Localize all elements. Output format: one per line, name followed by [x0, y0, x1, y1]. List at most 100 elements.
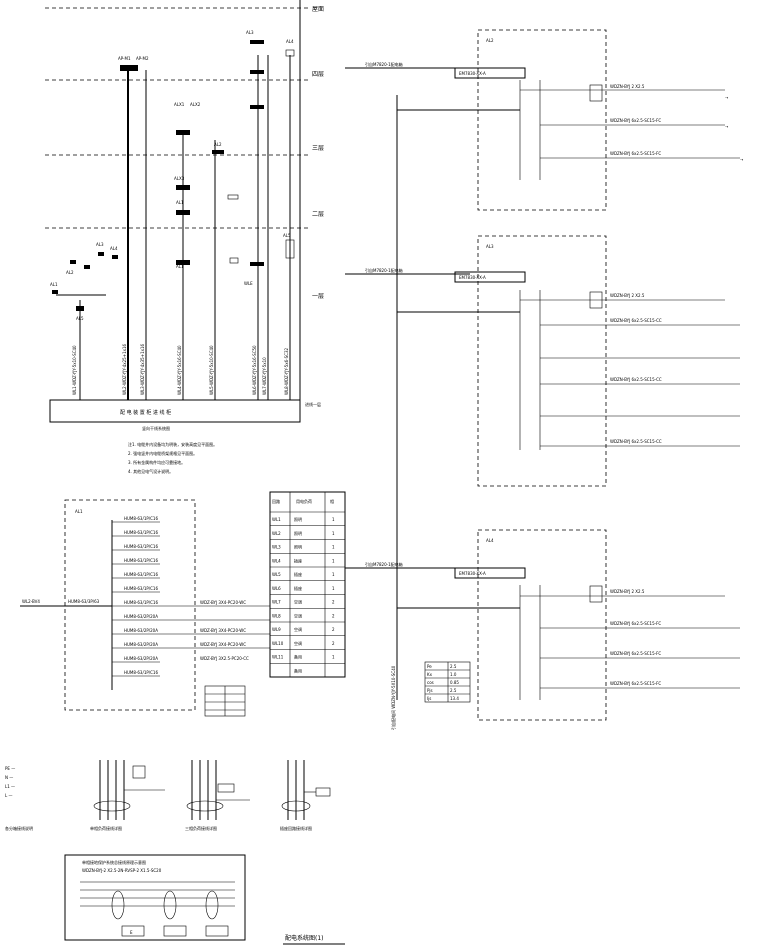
svg-text:HUM8-63/1P/C16: HUM8-63/1P/C16: [124, 572, 158, 577]
riser-note-3: 3. 所有金属构件均应可靠接地。: [128, 459, 185, 465]
table-cell: 照明: [294, 531, 302, 536]
svg-text:AL1: AL1: [75, 509, 83, 514]
svg-text:AL5: AL5: [283, 233, 291, 238]
main-switchboard: [49, 399, 301, 423]
svg-text:插座回路接线详图: 插座回路接线详图: [280, 825, 312, 831]
svg-text:L —: L —: [5, 793, 13, 798]
table-cell: WL7: [272, 600, 281, 605]
floor-label-1: 一层: [312, 293, 324, 300]
riser-title: 竖向干线系统图: [142, 425, 170, 431]
svg-text:回路: 回路: [272, 498, 280, 504]
svg-text:单相接地保护系统总接线原理示意图: 单相接地保护系统总接线原理示意图: [82, 859, 146, 865]
svg-text:E: E: [130, 930, 133, 935]
svg-text:WDZ-BYJ 3X4-PC20-WC: WDZ-BYJ 3X4-PC20-WC: [200, 642, 246, 647]
table-cell: WL1: [272, 517, 281, 522]
svg-text:WL2-BV4: WL2-BV4: [22, 599, 40, 604]
table-cell: 插座: [294, 585, 302, 591]
svg-text:WL3-WDZ-YJY-4x35+1x16: WL3-WDZ-YJY-4x35+1x16: [140, 343, 145, 395]
table-cell: WL5: [272, 572, 281, 577]
table-cell: 备用: [294, 667, 302, 673]
svg-text:WL2-WDZ-YJY-4x25+1x16: WL2-WDZ-YJY-4x25+1x16: [122, 343, 127, 395]
right-panel-al3: EM7830-XX-A 引自M7820-1配电箱 AL3 WDZN-BYJ 2 …: [365, 235, 740, 487]
svg-text:三相负荷接线详图: 三相负荷接线详图: [185, 825, 217, 831]
svg-text:AL1: AL1: [176, 200, 184, 205]
svg-text:相: 相: [330, 498, 334, 504]
table-cell: 1: [332, 545, 335, 550]
svg-text:WL8-WDZ-YJY-5x6-SC32: WL8-WDZ-YJY-5x6-SC32: [284, 348, 289, 395]
svg-text:各分箱接线说明: 各分箱接线说明: [5, 825, 33, 831]
floor-label-2: 二层: [312, 211, 324, 218]
floor-label-4: 四层: [312, 71, 324, 78]
table-cell: 2: [332, 600, 335, 605]
svg-text:HUM8-63/1P/C16: HUM8-63/1P/C16: [124, 670, 158, 675]
table-cell: WL3: [272, 545, 281, 550]
table-cell: 备用: [294, 654, 302, 660]
table-cell: 2: [332, 627, 335, 632]
table-cell: 1: [332, 572, 335, 577]
svg-text:AL2: AL2: [486, 38, 494, 43]
table-cell: 空调: [294, 640, 302, 646]
svg-text:AL1: AL1: [176, 264, 184, 269]
svg-text:ALX2: ALX2: [190, 102, 201, 107]
svg-text:HUM8-63/1P/C16: HUM8-63/1P/C16: [124, 544, 158, 549]
svg-text:WDZ-BYJ 3X4-PC20-WC: WDZ-BYJ 3X4-PC20-WC: [200, 600, 246, 605]
svg-text:AP-M1: AP-M1: [118, 56, 131, 61]
svg-text:WDZN-BYJ 2 X2.5: WDZN-BYJ 2 X2.5: [610, 84, 645, 89]
svg-text:2.5: 2.5: [450, 664, 457, 669]
riser-note-2: 2. 强电竖井内电缆桥架规格见平面图。: [128, 450, 197, 456]
svg-text:用电负荷: 用电负荷: [296, 498, 312, 504]
svg-text:WL4-WDZ-YJY-5x16-SC40: WL4-WDZ-YJY-5x16-SC40: [177, 345, 182, 395]
svg-text:WDZN-BYJ 6x2.5-SC15-CC: WDZN-BYJ 6x2.5-SC15-CC: [610, 377, 662, 382]
table-cell: WL2: [272, 531, 281, 536]
svg-text:AL5: AL5: [76, 316, 84, 321]
svg-text:AL4: AL4: [286, 39, 294, 44]
table-cell: WL9: [272, 627, 281, 632]
svg-text:AP-M2: AP-M2: [136, 56, 149, 61]
svg-text:cos: cos: [427, 680, 434, 685]
svg-text:HUM8-63/1P/C16: HUM8-63/1P/C16: [124, 516, 158, 521]
riser-equipment: [52, 40, 295, 311]
svg-text:WLE: WLE: [244, 281, 253, 286]
main-incoming-label: 进线一层: [305, 401, 321, 407]
table-cell: 插座: [294, 571, 302, 577]
svg-text:AL4: AL4: [486, 538, 494, 543]
table-cell: 空调: [294, 612, 302, 618]
svg-text:→: →: [725, 124, 729, 129]
svg-text:HUM8-63/1P/C16: HUM8-63/1P/C16: [124, 530, 158, 535]
table-cell: 1: [332, 558, 335, 563]
svg-text:→: →: [740, 157, 744, 162]
load-table-small: [204, 685, 246, 717]
table-cell: 2: [332, 641, 335, 646]
svg-text:WDZ-BYJ 3X2.5-PC20-CC: WDZ-BYJ 3X2.5-PC20-CC: [200, 656, 249, 661]
svg-text:ALX3: ALX3: [174, 176, 185, 181]
svg-text:WDZN-BYJ 6x2.5-SC15-FC: WDZN-BYJ 6x2.5-SC15-FC: [610, 651, 661, 656]
svg-text:HUM8-63/1P/C16: HUM8-63/1P/C16: [124, 586, 158, 591]
svg-text:EM7830-XX-A: EM7830-XX-A: [459, 71, 486, 76]
svg-text:AL1: AL1: [50, 282, 58, 287]
bottom-schematic-box: 单相接地保护系统总接线原理示意图 WDZN-BYJ-2 X2.5-2N-RVSP…: [64, 854, 246, 941]
svg-text:2.5: 2.5: [450, 688, 457, 693]
svg-text:HUM8-63/1P/C16: HUM8-63/1P/C16: [124, 558, 158, 563]
svg-text:HUM8-63/2P/20A: HUM8-63/2P/20A: [124, 656, 158, 661]
right-panel-al4: EM7830-XX-A 引自M7820-1配电箱 AL4 WDZN-BYJ 2 …: [365, 529, 740, 721]
svg-text:0.85: 0.85: [450, 680, 459, 685]
svg-text:WDZN-BYJ 6x2.5-SC15-FC: WDZN-BYJ 6x2.5-SC15-FC: [610, 118, 661, 123]
svg-text:WL1-WDZ-YJY-5x10-SC40: WL1-WDZ-YJY-5x10-SC40: [72, 345, 77, 395]
table-cell: 2: [332, 613, 335, 618]
svg-text:→: →: [725, 95, 729, 100]
svg-text:PE —: PE —: [5, 766, 15, 771]
table-cell: 1: [332, 517, 335, 522]
svg-text:AL4: AL4: [110, 246, 118, 251]
svg-text:HUM8-63/2P/20A: HUM8-63/2P/20A: [124, 628, 158, 633]
svg-text:Ijs: Ijs: [427, 696, 431, 701]
svg-text:13.4: 13.4: [450, 696, 459, 701]
svg-text:AL3: AL3: [246, 30, 254, 35]
svg-text:WDZN-BYJ 2 X2.5: WDZN-BYJ 2 X2.5: [610, 293, 645, 298]
svg-text:引自M7820-1配电箱: 引自M7820-1配电箱: [365, 61, 403, 67]
table-cell: 照明: [294, 517, 302, 522]
table-cell: WL6: [272, 586, 281, 591]
